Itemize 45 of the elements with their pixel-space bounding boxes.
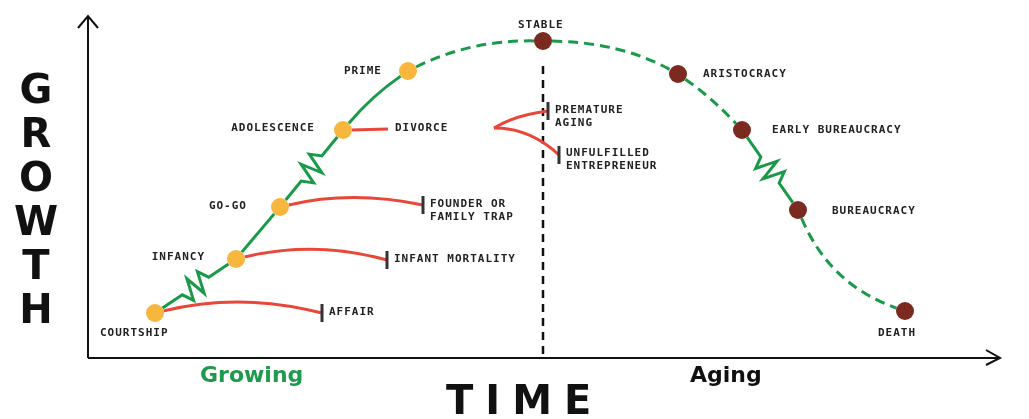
stage-dot <box>896 302 914 320</box>
stage-label: ADOLESCENCE <box>231 121 315 134</box>
axis-title: GROWTH <box>16 66 56 330</box>
stage-dot <box>733 121 751 139</box>
connector-line <box>493 126 561 164</box>
outcome-label: PREMATURE AGING <box>555 103 625 129</box>
stage-label: INFANCY <box>151 250 205 263</box>
stage-dot <box>334 121 352 139</box>
stage-dot <box>227 250 245 268</box>
stage-label: STABLE <box>518 18 564 31</box>
outcome-label: UNFULFILLED ENTREPRENEUR <box>566 146 659 172</box>
axis-title: TIME <box>446 380 604 419</box>
stage-dot <box>146 304 164 322</box>
stage-dot <box>399 62 417 80</box>
connector-line <box>800 217 898 310</box>
stage-label: COURTSHIP <box>100 326 169 339</box>
connector-line <box>288 196 425 214</box>
stage-label: BUREAUCRACY <box>832 204 916 217</box>
connector-line <box>551 39 671 71</box>
stage-label: GO-GO <box>208 199 247 212</box>
connector-line <box>745 136 795 204</box>
stage-label: DEATH <box>878 326 917 339</box>
connector-line <box>493 102 550 130</box>
stage-label: PRIME <box>343 64 382 77</box>
stage-dot <box>271 198 289 216</box>
connector-line <box>163 300 324 322</box>
outcome-label: INFANT MORTALITY <box>394 252 517 265</box>
stage-label: ARISTOCRACY <box>703 67 787 80</box>
connector-line <box>161 262 230 310</box>
stage-label: EARLY BUREAUCRACY <box>772 123 902 136</box>
outcome-label: DIVORCE <box>395 121 450 134</box>
outcome-label: FOUNDER OR FAMILY TRAP <box>430 197 515 223</box>
phase-label: Growing <box>200 362 304 387</box>
stage-dot <box>789 201 807 219</box>
connector-line <box>347 74 402 125</box>
connector-line <box>684 77 737 125</box>
connector-line <box>415 39 534 69</box>
connector-line <box>351 127 389 132</box>
phase-label: Aging <box>690 362 762 387</box>
stage-dot <box>534 32 552 50</box>
connector-line <box>240 212 276 254</box>
stage-dot <box>669 65 687 83</box>
connector-line <box>284 136 339 201</box>
connector-line <box>244 247 389 269</box>
outcome-label: AFFAIR <box>329 305 376 318</box>
